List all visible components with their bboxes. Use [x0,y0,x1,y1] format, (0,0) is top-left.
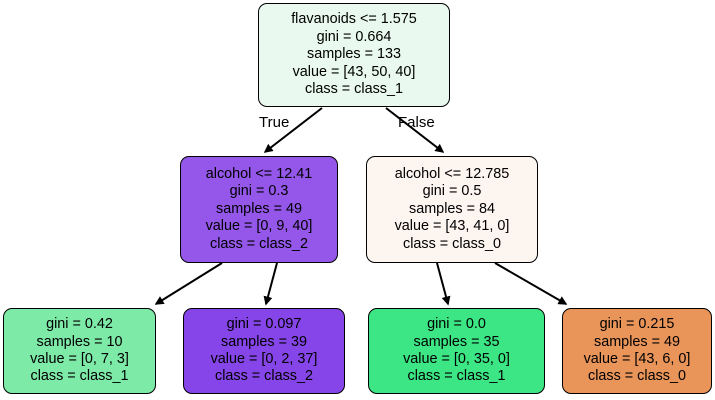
node-leaf-1[interactable]: gini = 0.42 samples = 10 value = [0, 7, … [3,308,156,394]
node-leaf-2-line-3: class = class_2 [215,368,313,385]
node-leaf-1-line-0: gini = 0.42 [46,316,113,333]
node-leaf-1-line-2: value = [0, 7, 3] [30,351,129,367]
edge-label-false: False [398,114,435,131]
node-leaf-4[interactable]: gini = 0.215 samples = 49 value = [43, 6… [562,308,712,394]
node-right-line-1: gini = 0.5 [422,183,482,200]
node-leaf-4-line-2: value = [43, 6, 0] [583,351,691,367]
node-root-line-2: samples = 133 [307,46,401,63]
node-root-line-0: flavanoids <= 1.575 [291,11,417,28]
node-left-line-1: gini = 0.3 [229,183,289,200]
node-leaf-2-line-0: gini = 0.097 [226,316,302,333]
node-leaf-3-line-0: gini = 0.0 [427,316,486,333]
edge-right-to-leaf3 [436,262,451,306]
node-right[interactable]: alcohol <= 12.785 gini = 0.5 samples = 8… [366,156,538,263]
node-leaf-4-line-3: class = class_0 [588,368,686,385]
node-left-line-3: value = [0, 9, 40] [205,218,313,235]
edge-left-to-leaf1 [154,262,223,305]
node-left[interactable]: alcohol <= 12.41 gini = 0.3 samples = 49… [180,156,338,263]
edge-left-to-leaf2 [263,262,278,306]
node-leaf-3[interactable]: gini = 0.0 samples = 35 value = [0, 35, … [368,308,545,394]
node-leaf-2-line-2: value = [0, 2, 37] [210,351,318,367]
node-leaf-3-line-2: value = [0, 35, 0] [403,351,510,367]
edge-right-to-leaf4 [494,262,568,305]
node-leaf-4-line-1: samples = 49 [594,333,680,350]
node-leaf-3-line-1: samples = 35 [413,333,500,350]
node-leaf-2-line-1: samples = 39 [221,333,307,350]
node-root-line-4: class = class_1 [305,81,403,98]
node-leaf-1-line-3: class = class_1 [30,368,129,385]
node-right-line-4: class = class_0 [403,235,501,252]
node-root-line-1: gini = 0.664 [316,28,392,45]
node-leaf-3-line-3: class = class_1 [407,368,506,385]
node-right-line-0: alcohol <= 12.785 [394,165,510,182]
node-leaf-2[interactable]: gini = 0.097 samples = 39 value = [0, 2,… [183,308,345,394]
node-right-line-3: value = [43, 41, 0] [394,218,510,235]
edge-label-true: True [259,114,290,131]
node-left-line-0: alcohol <= 12.41 [205,165,313,182]
node-root[interactable]: flavanoids <= 1.575 gini = 0.664 samples… [258,3,450,107]
node-right-line-2: samples = 84 [409,200,495,217]
node-leaf-4-line-0: gini = 0.215 [599,316,675,333]
node-root-line-3: value = [43, 50, 40] [292,63,416,80]
node-leaf-1-line-1: samples = 10 [36,333,123,350]
node-left-line-4: class = class_2 [210,235,308,252]
node-left-line-2: samples = 49 [216,200,302,217]
